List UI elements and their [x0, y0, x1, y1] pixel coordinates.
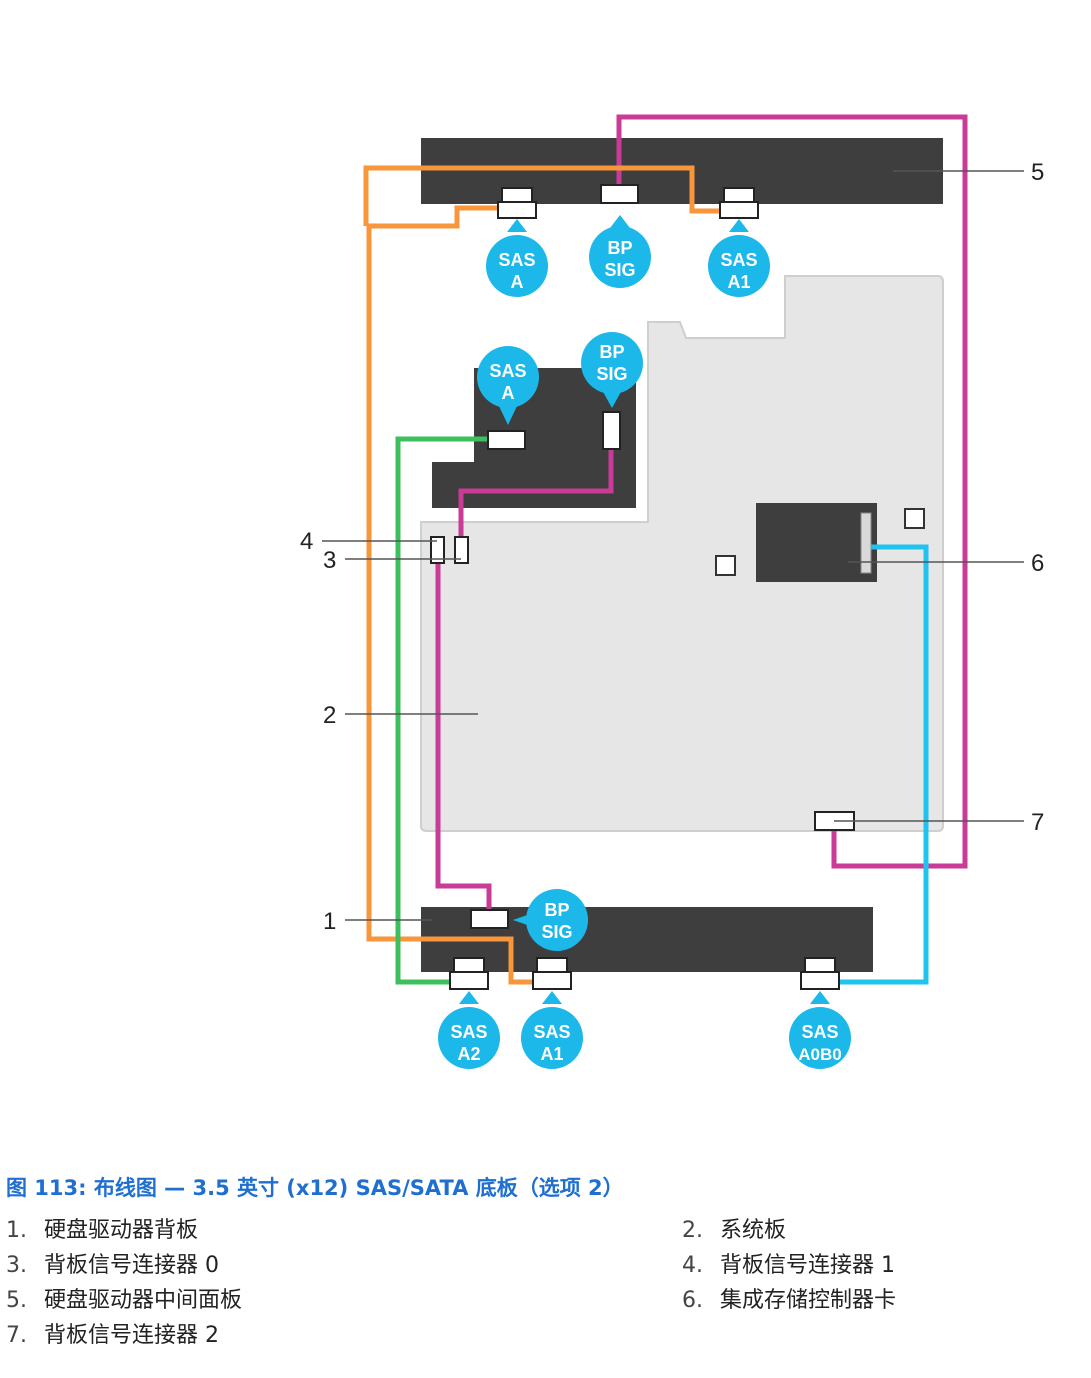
bubble-label-bottom: SIG — [604, 260, 635, 280]
bubble-label-top: SAS — [533, 1022, 570, 1042]
board-marker — [715, 555, 736, 576]
bubble-label-top: SAS — [498, 250, 535, 270]
bubble-bottom-sas-a0b0: SAS A0B0 — [789, 991, 851, 1069]
legend-text: 硬盘驱动器中间面板 — [44, 1288, 243, 1313]
callout-3: 3 — [323, 547, 336, 574]
connector-bottom-sas-a2-plug — [449, 971, 489, 990]
bubble-label-top: BP — [607, 238, 632, 258]
legend-item: 6. 集成存储控制器卡 — [682, 1282, 896, 1314]
cable-cyan-controller-to-a0b0 — [838, 544, 929, 985]
legend-text: 背板信号连接器 1 — [720, 1253, 895, 1278]
legend-text: 背板信号连接器 0 — [44, 1253, 219, 1278]
bubble-label-bottom: A2 — [457, 1044, 480, 1064]
bubble-riser-sas-a: SAS A — [477, 346, 539, 425]
bubble-label-bottom: A0B0 — [798, 1045, 841, 1064]
cable-orange-loop-a — [366, 205, 533, 985]
cable-magenta-riser-to-3 — [458, 450, 614, 538]
connector-bottom-bp-sig — [470, 909, 509, 929]
bubble-label-bottom: A — [511, 272, 524, 292]
connector-bottom-sas-a0b0-plug — [800, 971, 840, 990]
callout-1: 1 — [323, 908, 336, 935]
drive-mid-panel — [421, 138, 943, 204]
connector-mid-sas-a1 — [723, 187, 755, 203]
connector-bottom-sas-a2 — [453, 957, 485, 973]
legend-text: 集成存储控制器卡 — [720, 1288, 897, 1313]
legend-text: 硬盘驱动器背板 — [44, 1218, 199, 1243]
bubble-mid-sas-a1: SAS A1 — [708, 219, 770, 297]
bubble-label-bottom: SIG — [596, 364, 627, 384]
legend-number: 1. — [6, 1218, 27, 1243]
legend-number: 2. — [682, 1218, 703, 1243]
legend-number: 4. — [682, 1253, 703, 1278]
legend-number: 3. — [6, 1253, 27, 1278]
cable-magenta-4-to-backplane — [435, 562, 492, 910]
connector-riser-sas-a — [487, 430, 526, 450]
callout-2: 2 — [323, 702, 336, 729]
cable-green-riser-to-a2 — [395, 436, 488, 985]
bubble-label-bottom: A — [502, 383, 515, 403]
bubble-label-top: SAS — [489, 361, 526, 381]
bubble-label-top: SAS — [450, 1022, 487, 1042]
connector-mid-sas-a — [501, 187, 533, 203]
legend-item: 4. 背板信号连接器 1 — [682, 1247, 895, 1279]
callout-5: 5 — [1031, 159, 1044, 186]
legend-text: 背板信号连接器 2 — [44, 1323, 219, 1348]
bubble-label-bottom: SIG — [541, 922, 572, 942]
connector-mid-sas-a-plug — [497, 201, 537, 219]
legend-number: 5. — [6, 1288, 27, 1313]
bubble-label-bottom: A1 — [540, 1044, 563, 1064]
legend-item: 1. 硬盘驱动器背板 — [6, 1212, 198, 1244]
storage-controller-card — [756, 503, 877, 582]
figure-caption: 图 113: 布线图 — 3.5 英寸 (x12) SAS/SATA 底板（选项… — [6, 1176, 624, 1200]
connector-bottom-sas-a1-plug — [532, 971, 572, 990]
bubble-bottom-sas-a2: SAS A2 — [438, 991, 500, 1069]
bubble-label-bottom: A1 — [727, 272, 750, 292]
connector-mid-bp-sig — [600, 184, 639, 204]
legend-item: 5. 硬盘驱动器中间面板 — [6, 1282, 242, 1314]
connector-bp-sig-0 — [454, 536, 469, 564]
callout-4: 4 — [300, 528, 313, 555]
riser-card — [432, 368, 636, 508]
callout-7: 7 — [1031, 809, 1044, 836]
legend-number: 6. — [682, 1288, 703, 1313]
legend-item: 7. 背板信号连接器 2 — [6, 1317, 219, 1349]
legend-number: 7. — [6, 1323, 27, 1348]
legend-item: 3. 背板信号连接器 0 — [6, 1247, 219, 1279]
bubble-mid-sas-a: SAS A — [486, 219, 548, 297]
cabling-diagram: SAS A BP SIG SAS A1 SAS A BP SIG — [300, 114, 1044, 1069]
bubble-label-top: BP — [544, 900, 569, 920]
connector-riser-bp-sig — [602, 411, 621, 450]
bubble-label-top: SAS — [720, 250, 757, 270]
controller-heatsink-bar — [860, 512, 872, 574]
bubble-mid-bp-sig: BP SIG — [589, 215, 651, 288]
cable-orange-loop-a1 — [363, 165, 720, 226]
legend-item: 2. 系统板 — [682, 1212, 786, 1244]
bubble-bottom-sas-a1: SAS A1 — [521, 991, 583, 1069]
legend-text: 系统板 — [720, 1218, 787, 1243]
bubble-riser-bp-sig: BP SIG — [581, 332, 643, 408]
bubble-label-top: BP — [599, 342, 624, 362]
board-marker — [904, 508, 925, 529]
connector-bottom-sas-a1 — [536, 957, 568, 973]
bubble-bottom-bp-sig: BP SIG — [513, 889, 588, 951]
callout-6: 6 — [1031, 550, 1044, 577]
cable-magenta-bp-sig-7 — [616, 114, 968, 869]
connector-bp-sig-1 — [430, 536, 445, 564]
connector-bottom-sas-a0b0 — [804, 957, 836, 973]
connector-mid-sas-a1-plug — [719, 201, 759, 219]
system-board — [420, 275, 944, 832]
bubble-label-top: SAS — [801, 1022, 838, 1042]
